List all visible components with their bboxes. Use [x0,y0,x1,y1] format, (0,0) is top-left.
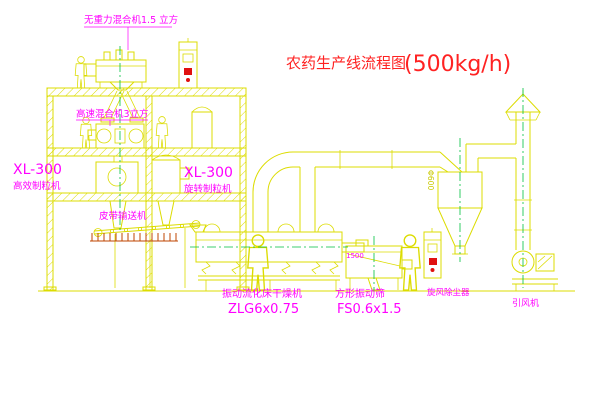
worker-figure [398,234,422,291]
high-speed-mixer [87,123,145,149]
belt-conveyor [93,220,207,288]
worker-figure [74,56,88,89]
square-vibrating-screen [345,239,413,291]
manhole-dome [317,223,335,233]
label-mixer-top: 无重力混合机1.5 立方 [84,14,178,26]
support-spring [231,261,241,275]
label-granulator-mid-model: XL-300 [184,165,233,181]
induced-draft-fan [511,250,558,291]
manhole-dome [277,223,295,233]
label-mixer-mid: 高速混合机3立方 [76,108,149,120]
mixer-motor [83,63,97,77]
label-duct-diameter: Φ600 [426,170,435,190]
cabinet-button [186,78,190,82]
label-screen-model: FS0.6x1.5 [337,302,402,317]
worker-figure [79,116,93,149]
granulator-motor [179,167,190,180]
exhaust-ducting [252,150,463,232]
zero-gravity-mixer [83,49,147,91]
support-spring [281,261,291,275]
discharge-chute [157,200,175,226]
centerlines [119,46,524,292]
label-granulator-mid-name: 旋转制粒机 [184,183,232,195]
screen-discharge [367,277,381,291]
label-leaders [76,26,172,126]
fan-motor [535,253,555,272]
cabinet-indicator [429,258,437,265]
fluid-bed-dryer [195,223,365,291]
control-cabinet-top [178,38,198,89]
label-cyclone: 旋风除尘器 [427,287,470,298]
label-screen-name: 方形振动筛 [335,287,385,300]
holding-vessel [191,106,213,149]
dryer-outlet-duct [341,242,365,253]
drawing-title: 农药生产线流程图 [286,54,406,72]
label-granulator-left-name: 高效制粒机 [13,180,61,192]
screen-inlet [355,239,369,247]
support-spring [329,261,339,275]
label-granulator-left-model: XL-300 [13,162,62,178]
granulator-left [95,156,139,229]
label-dryer-model: ZLG6x0.75 [228,302,299,317]
cabinet-button [430,268,435,272]
cabinet-indicator [184,68,192,75]
label-dryer-name: 振动流化床干燥机 [222,287,302,300]
control-cabinet-right [423,228,442,279]
discharge-chute [109,200,127,229]
mixer-motor [87,129,97,141]
support-spring [201,261,211,275]
screen-motor [401,259,413,270]
label-screen-dimension: 1500 [346,252,364,260]
platform-hatch-band [90,233,178,242]
platform-structure [38,87,575,292]
support-spring [311,261,321,275]
drawing-title-capacity: (500kg/h) [404,52,511,77]
worker-figure [155,116,169,149]
label-belt-conveyor: 皮带输送机 [99,210,147,222]
label-fan: 引风机 [512,297,539,309]
manhole-dome [203,223,221,233]
